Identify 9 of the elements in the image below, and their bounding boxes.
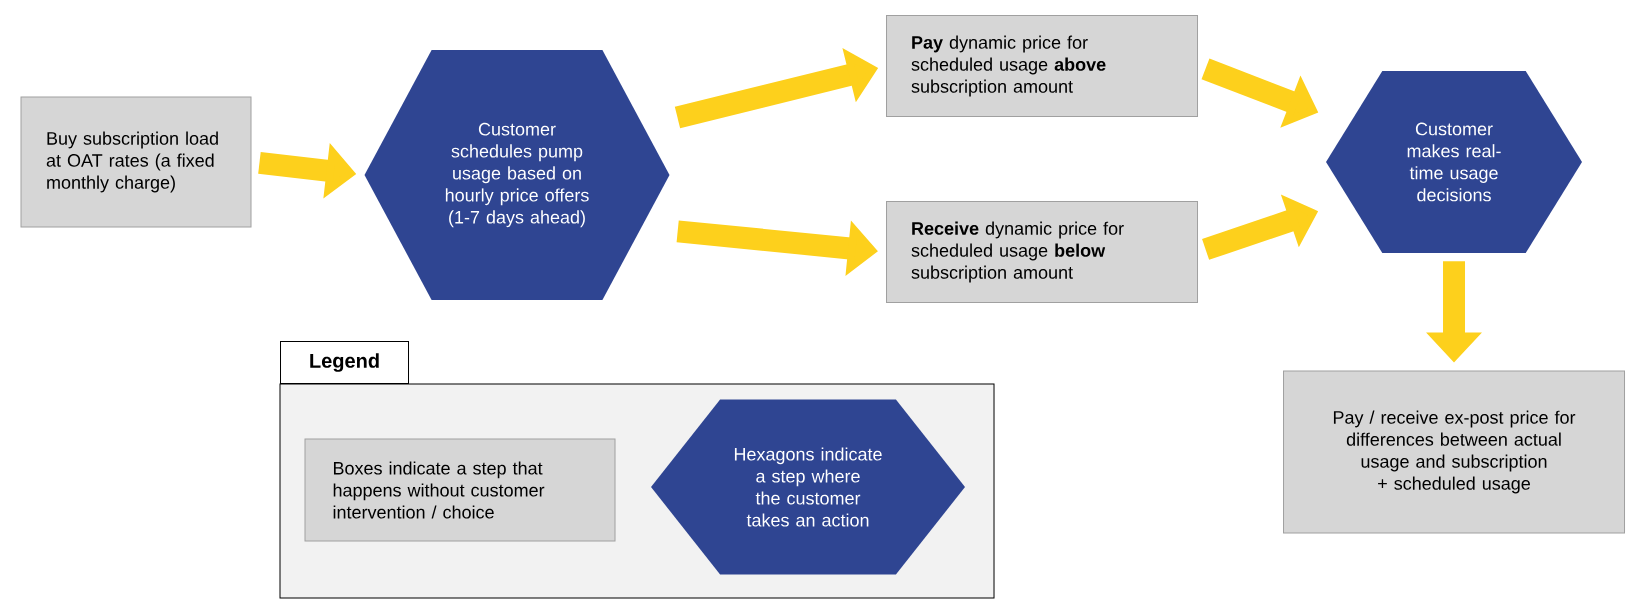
- process-box: Receive dynamic price for scheduled usage below subscription amount: [886, 201, 1198, 303]
- process-box: Pay / receive ex-post price for differences between actual usage and subscription + scheduled usage: [1283, 370, 1625, 534]
- hexagon: Customer makes real-time usage decisions: [1326, 71, 1582, 253]
- process-box: Boxes indicate a step that happens without customer intervention / choice: [304, 438, 616, 542]
- process-box: Pay dynamic price for scheduled usage above subscription amount: [886, 15, 1198, 117]
- node-label: Legend: [310, 353, 379, 372]
- hexagon: Customer schedules pump usage based on hourly price offers (1-7 days ahead): [364, 50, 670, 300]
- process-box: Buy subscription load at OAT rates (a fixed monthly charge): [20, 96, 252, 228]
- hexagon: Hexagons indicate a step where the customer takes an action: [651, 399, 965, 575]
